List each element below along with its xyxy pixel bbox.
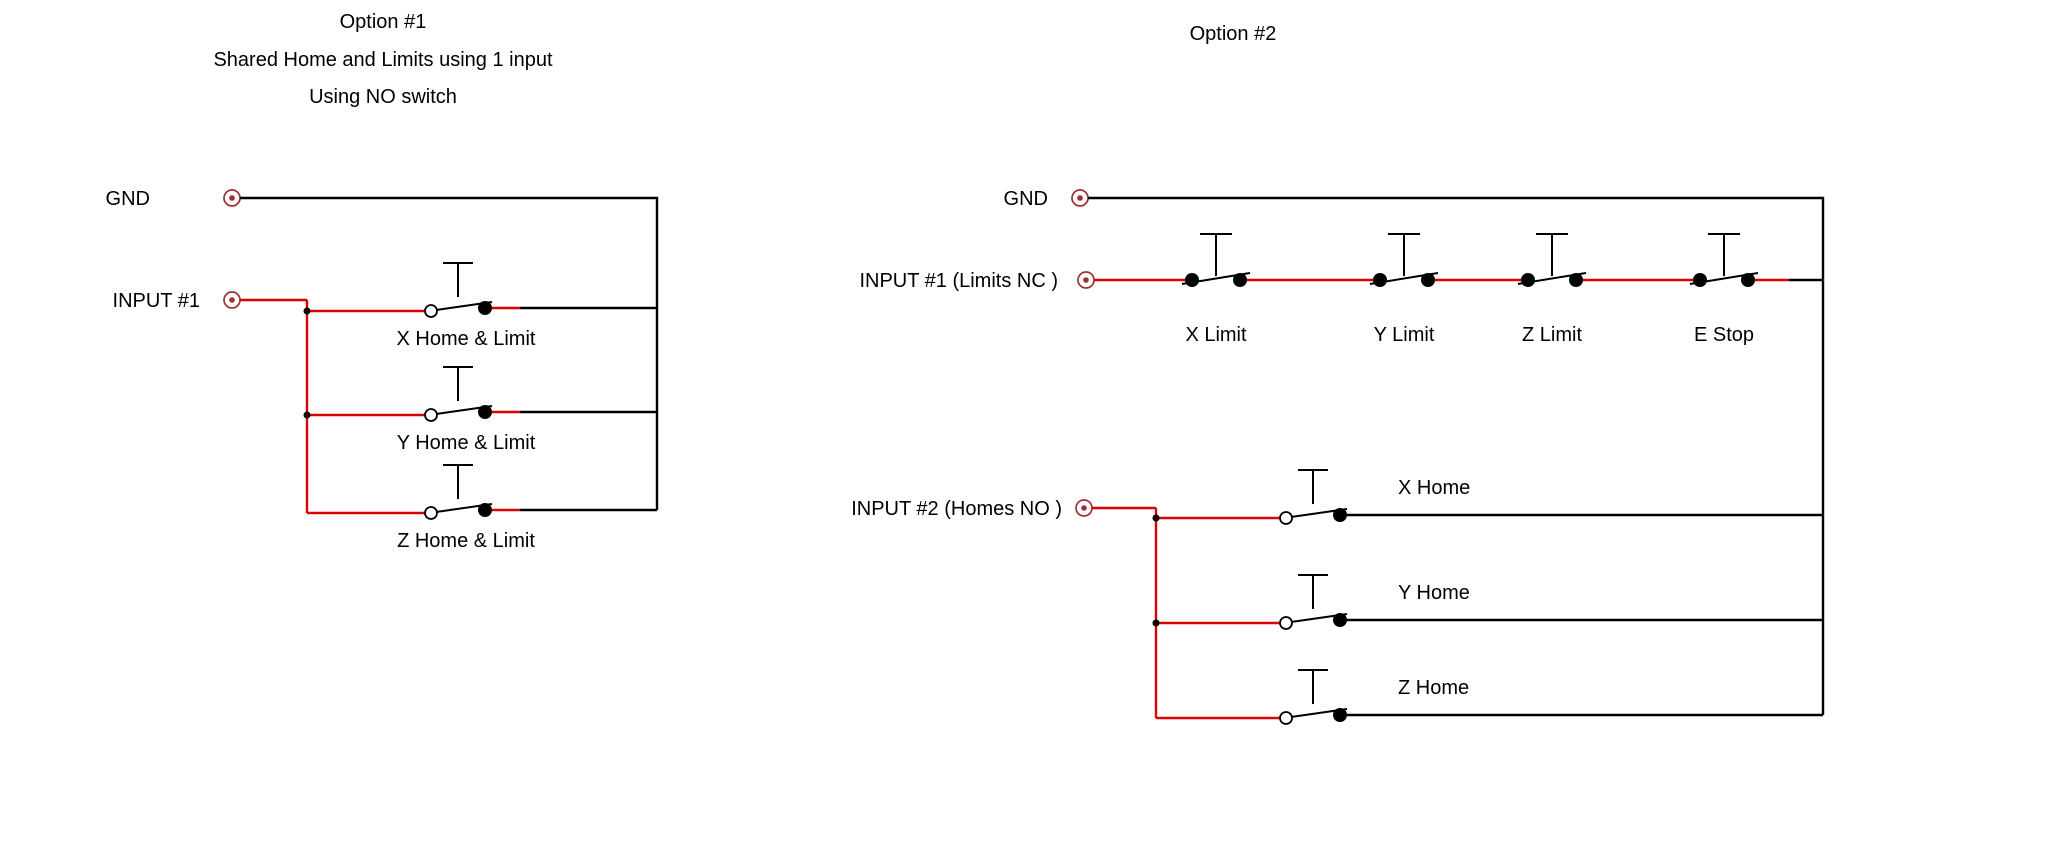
option1-switch-x-home-limit [424,262,493,318]
option2-input2-label: INPUT #2 (Homes NO ) [851,498,1062,520]
option1-title-line3: Using NO switch [309,86,457,108]
option2-switch-y-home [1279,574,1348,630]
option2-nc-label-x-limit: X Limit [1185,324,1247,346]
option1-junction-dot-2 [303,411,311,419]
option2-section: Option #2 GND INPUT #1 (Limits NC ) X Li… [851,23,1825,725]
option2-switch-x-limit [1181,233,1251,288]
option1-ground-wire [240,196,659,510]
option2-switch-z-limit [1517,233,1587,288]
option1-switch1-label: X Home & Limit [397,328,536,350]
option2-title: Option #2 [1190,23,1277,45]
option2-gnd-terminal [1071,189,1089,207]
option2-junction-dot-1 [1152,514,1160,522]
option1-gnd-label: GND [106,188,150,210]
option2-switch-x-home [1279,469,1348,525]
option2-switch-y-limit [1369,233,1439,288]
option2-no-label-x-home: X Home [1398,477,1470,499]
option1-section: Option #1 Shared Home and Limits using 1… [106,11,659,552]
option2-ground-wire [1088,196,1825,715]
option1-junction-dot-1 [303,307,311,315]
option1-title-line2: Shared Home and Limits using 1 input [213,49,553,71]
option2-no-label-y-home: Y Home [1398,582,1470,604]
option2-nc-label-e-stop: E Stop [1694,324,1754,346]
option2-no-label-z-home: Z Home [1398,677,1469,699]
option1-title-line1: Option #1 [340,11,427,33]
option1-switch2-label: Y Home & Limit [397,432,536,454]
option1-input1-terminal [223,291,241,309]
option2-junction-dot-2 [1152,619,1160,627]
option2-input1-terminal [1077,271,1095,289]
option2-input2-terminal [1075,499,1093,517]
option2-gnd-label: GND [1004,188,1048,210]
option1-input1-label: INPUT #1 [113,290,200,312]
option2-nc-label-z-limit: Z Limit [1522,324,1582,346]
option2-switch-e-stop [1689,233,1759,288]
option1-switch-z-home-limit [424,464,493,520]
option1-switch3-label: Z Home & Limit [397,530,535,552]
option2-switch-z-home [1279,669,1348,725]
option2-input1-label: INPUT #1 (Limits NC ) [859,270,1058,292]
option1-gnd-terminal [223,189,241,207]
option2-nc-label-y-limit: Y Limit [1374,324,1435,346]
option1-switch-y-home-limit [424,366,493,422]
